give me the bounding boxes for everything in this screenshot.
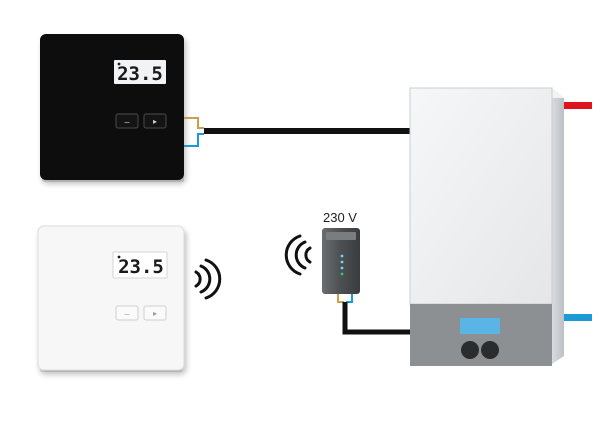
thermostat-wired-temperature: 23.5 — [117, 63, 163, 85]
receiver-wire-brown — [337, 294, 344, 303]
thermostat-wired: 23.5 – ▸ — [40, 34, 184, 182]
boiler-control-panel — [410, 304, 552, 366]
wireless-signal-icon — [194, 258, 222, 300]
wire-blue — [184, 133, 204, 147]
boiler-side — [552, 88, 564, 364]
receiver-led-4 — [340, 272, 344, 276]
thermostat-wired-plus-label: ▸ — [153, 117, 157, 126]
thermostat-wireless-face — [37, 225, 185, 371]
receiver-top-rib — [326, 232, 356, 240]
cold-water-pipe — [560, 314, 592, 321]
thermostat-wired-minus-button[interactable] — [115, 113, 139, 129]
thermostat-wireless-degree-dot — [117, 255, 121, 259]
receiver-body — [322, 228, 360, 294]
boiler-display — [460, 318, 500, 334]
thermostat-wired-face — [40, 34, 184, 180]
thermostat-wireless-minus-button[interactable] — [115, 305, 139, 321]
thermostat-wireless-plus-button[interactable] — [143, 305, 167, 321]
receiver-voltage-label: 230 V — [323, 210, 357, 225]
receiver-wire-blue — [346, 294, 353, 303]
receiver-led-3 — [340, 266, 344, 270]
boiler-knob-left[interactable] — [461, 341, 479, 359]
boiler — [409, 87, 592, 366]
hot-water-pipe — [560, 102, 592, 109]
thermostat-wireless-lcd — [112, 251, 168, 279]
boiler-knob-right[interactable] — [481, 341, 499, 359]
cable-receiver-to-boiler — [342, 302, 410, 335]
thermostat-wired-plus-button[interactable] — [143, 113, 167, 129]
thermostat-wired-lcd — [114, 60, 166, 84]
thermostat-wireless: 23.5 – ▸ — [37, 225, 185, 372]
receiver-led-1 — [340, 254, 344, 258]
wire-brown — [184, 117, 204, 129]
receiver-signal-icon — [284, 234, 312, 276]
boiler-front — [409, 87, 553, 305]
receiver-led-2 — [340, 260, 344, 264]
thermostat-wireless-minus-label: – — [124, 309, 129, 319]
receiver-unit — [322, 228, 360, 294]
thermostat-wireless-plus-label: ▸ — [153, 309, 157, 318]
thermostat-wired-degree-dot — [117, 62, 121, 66]
thermostat-wireless-temperature: 23.5 — [118, 256, 164, 278]
thermostat-wired-minus-label: – — [124, 117, 129, 127]
